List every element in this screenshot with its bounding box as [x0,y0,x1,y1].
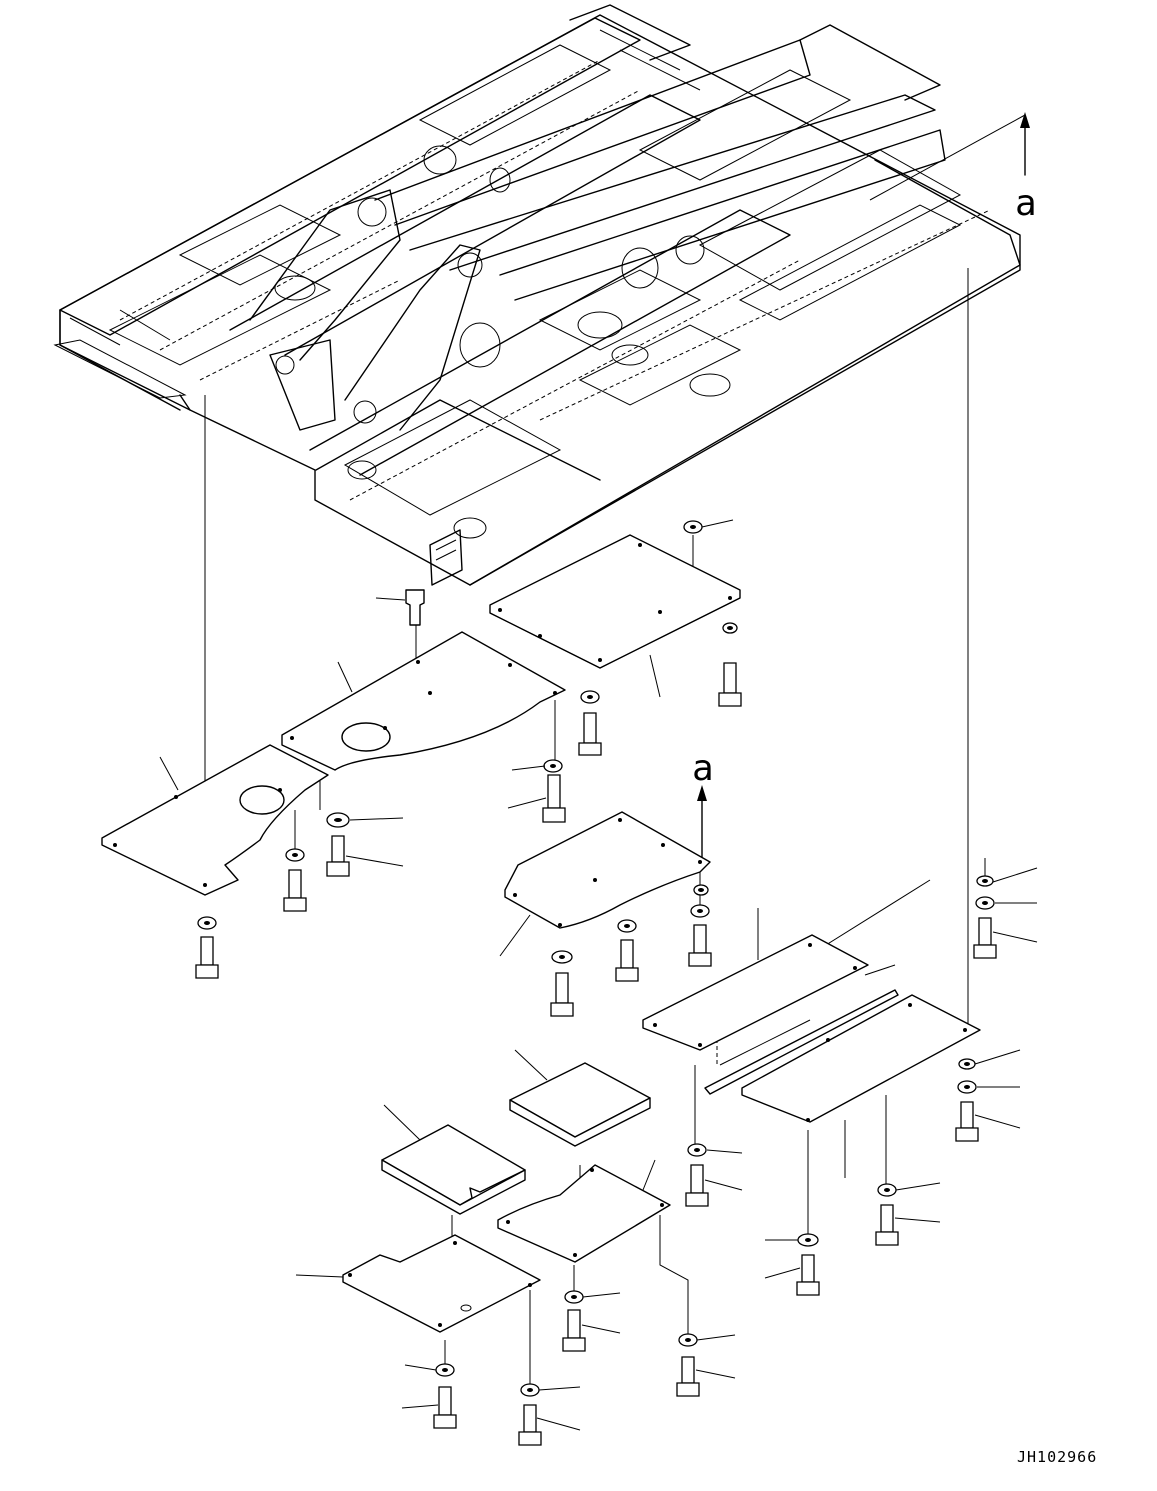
cover-center [281,631,566,771]
view-label-lower: a [692,748,714,789]
cover-right-upper [642,934,869,1051]
leader-lines [159,519,1038,1431]
cover-lower-middle [497,1164,671,1263]
view-arrow-lower: a [692,748,714,861]
cover-right-lower [741,994,981,1123]
cover-middle [504,811,711,929]
revolving-frame [53,4,1021,586]
cover-left [101,744,329,896]
view-label-upper: a [1015,183,1037,224]
drawing-code: JH102966 [1017,1448,1097,1466]
fasteners [195,520,997,1446]
view-arrow-upper: a [869,112,1037,224]
pad-lower [381,1124,526,1215]
pad-upper [509,1062,651,1147]
cover-lower-left [342,1234,541,1333]
seal-strip [704,989,899,1095]
cover-upper-right [489,534,741,669]
